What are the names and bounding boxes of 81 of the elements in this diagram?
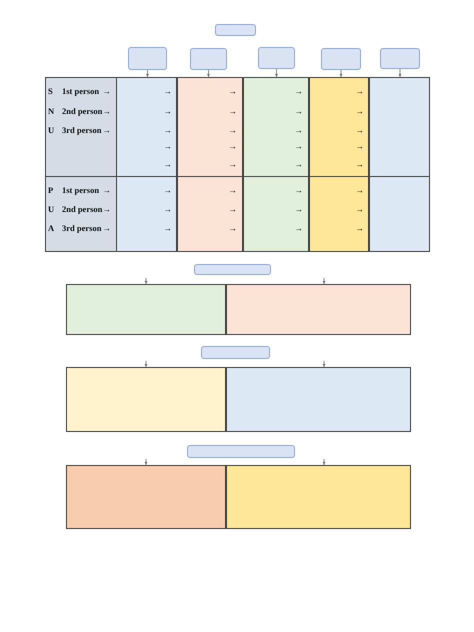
table-cell — [66, 367, 226, 432]
table-cell — [177, 77, 243, 252]
person-label: 2nd person — [62, 105, 102, 117]
number-letter: A — [48, 222, 54, 234]
arrow-symbol: → — [294, 140, 303, 152]
table-cell — [309, 77, 369, 252]
arrow-symbol: → — [356, 203, 364, 215]
arrow-symbol: → — [294, 105, 303, 117]
arrow-symbol: → — [102, 124, 111, 136]
arrow-symbol: → — [164, 158, 172, 170]
arrow-symbol: → — [356, 105, 364, 117]
arrow — [144, 360, 148, 368]
arrow-symbol: → — [164, 203, 172, 215]
header-box — [215, 24, 256, 36]
header-box — [194, 264, 271, 275]
arrow — [398, 68, 402, 78]
person-label: 3rd person — [62, 222, 102, 234]
header-box — [128, 47, 167, 70]
header-box — [201, 346, 270, 359]
arrow — [322, 278, 326, 284]
arrow-symbol: → — [356, 184, 364, 196]
table-cell — [116, 77, 177, 252]
arrow-symbol: → — [164, 105, 172, 117]
number-letter: U — [48, 203, 54, 215]
header-box — [380, 48, 420, 69]
arrow — [206, 70, 210, 78]
arrow-symbol: → — [294, 124, 303, 136]
arrow-symbol: → — [356, 158, 364, 170]
table-cell — [369, 77, 430, 252]
arrow-symbol: → — [228, 203, 237, 215]
arrow-symbol: → — [228, 140, 237, 152]
arrow — [144, 278, 148, 284]
table-cell — [226, 284, 411, 335]
arrow-symbol: → — [228, 105, 237, 117]
header-box — [258, 47, 295, 69]
table-cell — [66, 465, 226, 529]
arrow-symbol: → — [294, 203, 303, 215]
arrow-symbol: → — [102, 184, 111, 196]
arrow — [146, 70, 150, 78]
header-box — [187, 445, 295, 458]
header-box — [190, 48, 227, 70]
table-cell — [226, 465, 411, 529]
arrow-symbol: → — [356, 222, 364, 234]
number-letter: P — [48, 184, 54, 196]
header-box — [321, 48, 361, 70]
table-cell — [66, 284, 226, 335]
arrow-symbol: → — [356, 85, 364, 97]
arrow — [274, 68, 278, 78]
arrow — [322, 458, 326, 466]
arrow-symbol: → — [102, 222, 111, 234]
arrow-symbol: → — [164, 124, 172, 136]
arrow — [322, 360, 326, 368]
number-letter: S — [48, 85, 53, 97]
table-cell — [243, 77, 309, 252]
arrow-symbol: → — [102, 85, 111, 97]
table-cell — [226, 367, 411, 432]
arrow-symbol: → — [164, 85, 172, 97]
person-label: 1st person — [62, 85, 100, 97]
arrow-symbol: → — [294, 85, 303, 97]
arrow-symbol: → — [294, 184, 303, 196]
arrow-symbol: → — [102, 105, 111, 117]
arrow — [339, 70, 343, 78]
arrow-symbol: → — [356, 124, 364, 136]
arrow-symbol: → — [228, 158, 237, 170]
arrow-symbol: → — [356, 140, 364, 152]
number-letter: U — [48, 124, 54, 136]
arrow-symbol: → — [294, 158, 303, 170]
person-label: 2nd person — [62, 203, 102, 215]
arrow-symbol: → — [164, 140, 172, 152]
arrow-symbol: → — [102, 203, 111, 215]
arrow-symbol: → — [228, 124, 237, 136]
person-label: 3rd person — [62, 124, 102, 136]
arrow-symbol: → — [228, 222, 237, 234]
arrow-symbol: → — [164, 184, 172, 196]
number-letter: N — [48, 105, 54, 117]
arrow-symbol: → — [228, 85, 237, 97]
arrow-symbol: → — [294, 222, 303, 234]
arrow-symbol: → — [228, 184, 237, 196]
person-label: 1st person — [62, 184, 100, 196]
arrow-symbol: → — [164, 222, 172, 234]
arrow — [144, 458, 148, 466]
